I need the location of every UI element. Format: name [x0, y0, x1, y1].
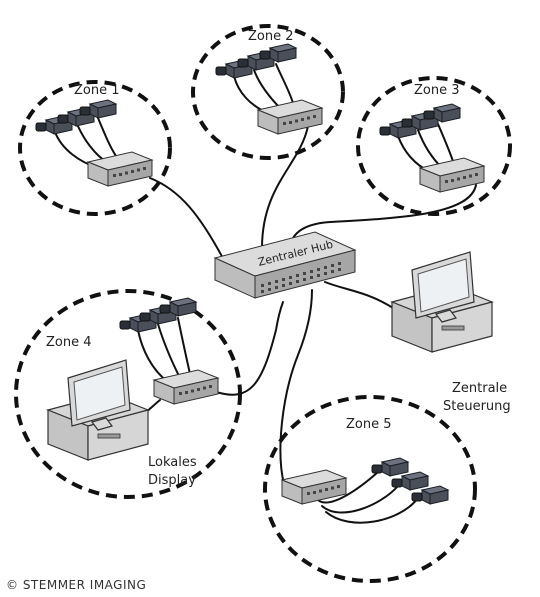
zone-1-label: Zone 1 [74, 83, 120, 98]
zone-2-switch-icon [257, 99, 323, 135]
zone-5-boundary [263, 395, 477, 583]
camera-icon [159, 297, 197, 317]
zone-2-boundary [191, 24, 345, 160]
cable-zone2-hub [261, 125, 309, 249]
cable-zone3-hub [289, 184, 477, 247]
zone-3-label: Zone 3 [414, 83, 460, 98]
camera-icon [259, 43, 297, 63]
zone-3-boundary [356, 76, 512, 216]
cable-zone5-hub [279, 289, 313, 485]
zone-4-switch-icon [153, 369, 219, 405]
zone-2-label: Zone 2 [248, 29, 294, 44]
cable-zone1-hub [149, 177, 226, 263]
local-display-computer-icon [47, 359, 149, 461]
zone-1-cameras [35, 99, 117, 135]
camera-icon [79, 99, 117, 119]
zone-5-label: Zone 5 [346, 417, 392, 432]
central-control-computer-icon [391, 251, 493, 353]
camera-icon [423, 103, 461, 123]
camera-icon [371, 457, 409, 477]
central-hub-switch-icon: Zentraler Hub [213, 231, 357, 299]
central-control-label-line2: Steuerung [443, 399, 511, 414]
copyright-notice: © STEMMER IMAGING [6, 578, 146, 592]
local-display-label-line1: Lokales [148, 455, 197, 470]
zone-1-boundary [18, 80, 172, 216]
central-control-label-line1: Zentrale [452, 381, 507, 396]
zone-5-cameras [371, 457, 449, 505]
local-display-label-line2: Display [148, 473, 196, 488]
cable-zone4-hub [215, 301, 284, 396]
zone-3-switch-icon [419, 157, 485, 193]
zone-5-switch-icon [281, 469, 347, 505]
zone-4-label: Zone 4 [46, 335, 92, 350]
zone-1-switch-icon [87, 151, 153, 187]
